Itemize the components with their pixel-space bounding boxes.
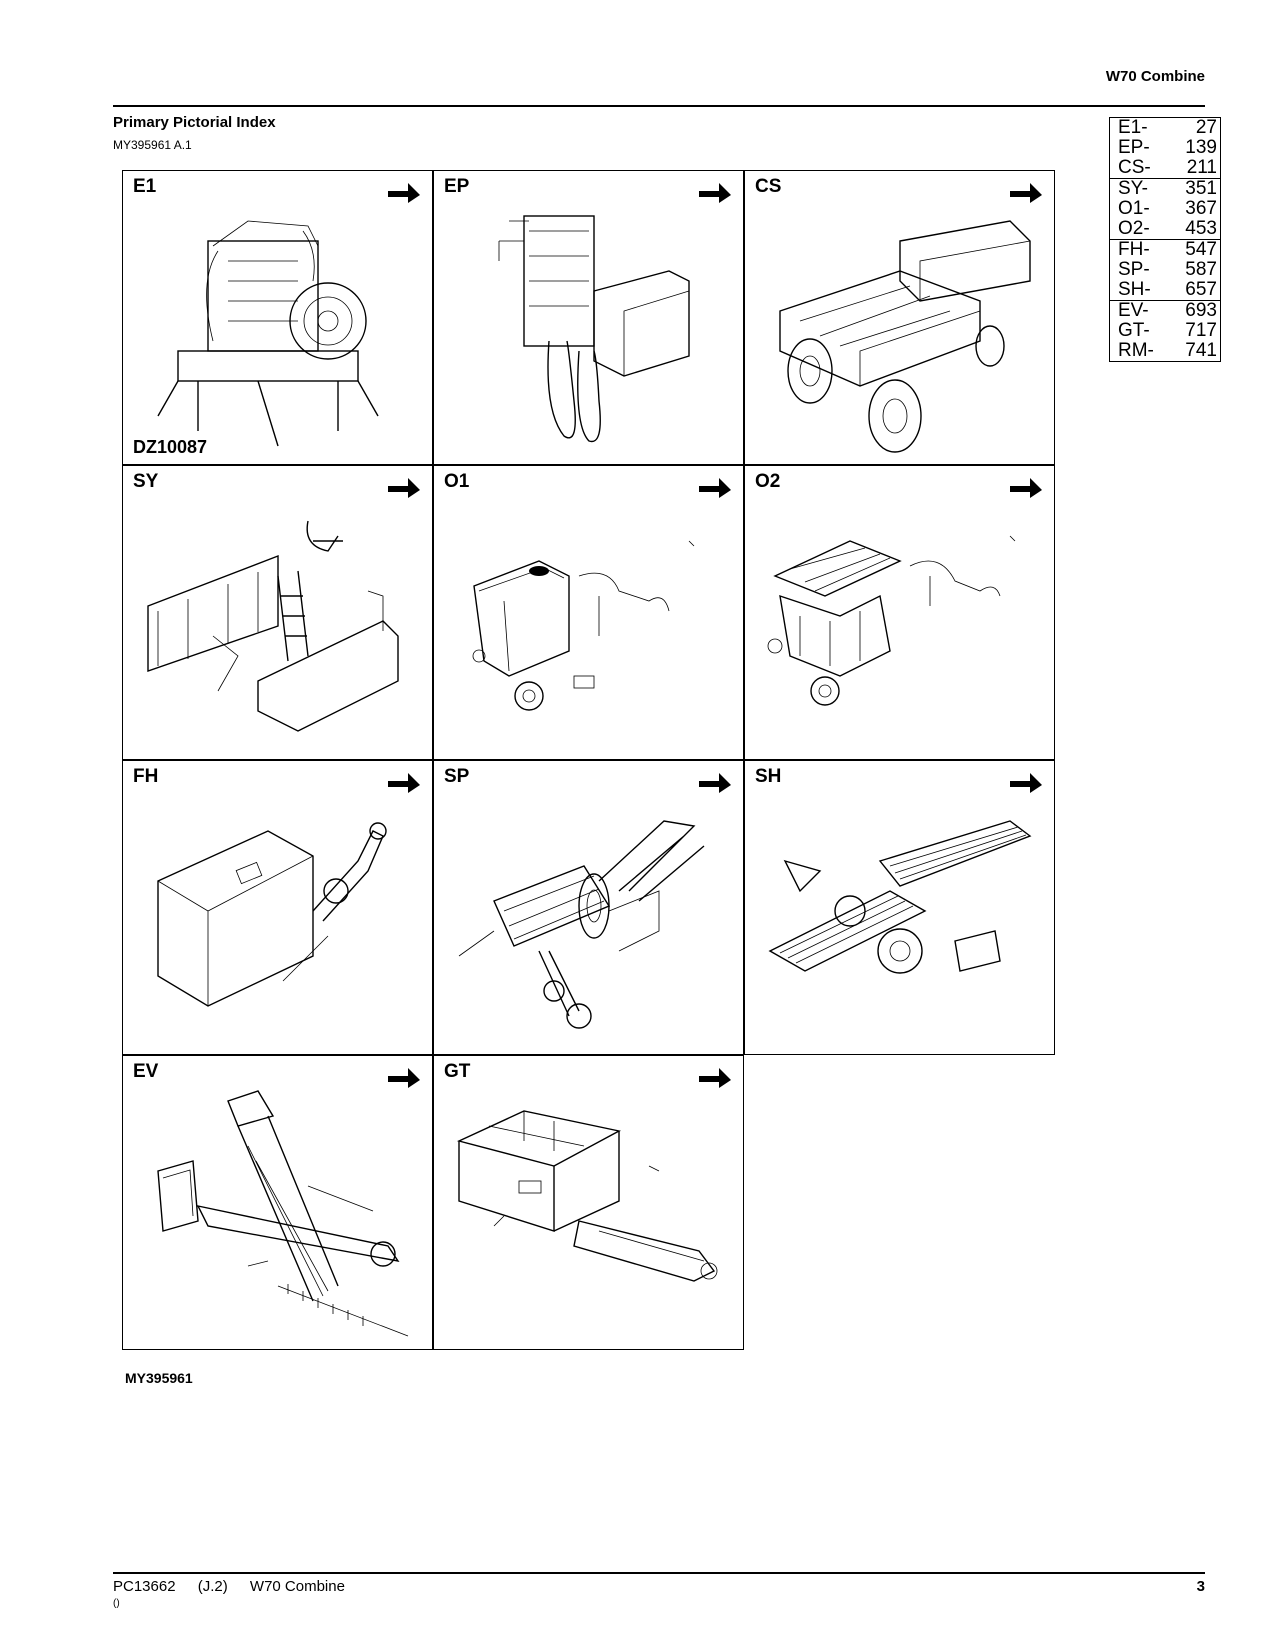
arrow-icon[interactable]: [1008, 179, 1044, 203]
cell-o1[interactable]: O1: [433, 465, 744, 760]
cell-code: O1: [444, 471, 470, 492]
index-code: FH-: [1109, 239, 1171, 260]
index-page: 717: [1185, 320, 1217, 341]
cell-ep[interactable]: EP: [433, 170, 744, 465]
index-page: 587: [1185, 259, 1217, 280]
footer-doc-number: PC13662: [113, 1578, 176, 1595]
index-code: GT-: [1118, 320, 1150, 341]
index-page: 367: [1185, 198, 1217, 219]
grain-tank-illustration: [456, 1110, 718, 1282]
index-code: EV-: [1109, 300, 1171, 321]
arrow-icon[interactable]: [386, 474, 422, 498]
document-title: W70 Combine: [1105, 68, 1205, 85]
cell-ev[interactable]: EV: [122, 1055, 433, 1350]
index-page: 741: [1185, 340, 1217, 361]
engine-illustration: [157, 220, 379, 447]
page-index-table: E1- 27 EP- 139 CS- 211 SY-351 O1- 367 O2- 453…: [1109, 117, 1221, 362]
cell-code: FH: [133, 766, 159, 787]
index-page: 211: [1186, 157, 1217, 178]
pictorial-index-grid: E1 DZ10087 EP CS: [122, 170, 1057, 1351]
separator-illustration: [458, 820, 705, 1029]
arrow-icon[interactable]: [386, 1064, 422, 1088]
index-row[interactable]: CS- 211: [1110, 158, 1221, 179]
index-page: 27: [1195, 117, 1217, 138]
index-row[interactable]: O2- 453: [1110, 219, 1221, 240]
index-row[interactable]: EP- 139: [1110, 138, 1221, 158]
index-code: O1-: [1118, 198, 1150, 219]
index-page: 139: [1185, 137, 1217, 158]
arrow-icon[interactable]: [386, 179, 422, 203]
arrow-icon[interactable]: [1008, 769, 1044, 793]
arrow-icon[interactable]: [386, 769, 422, 793]
index-code: O2-: [1118, 218, 1150, 239]
arrow-icon[interactable]: [697, 769, 733, 793]
index-code: EP-: [1118, 137, 1150, 158]
elevator-illustration: [157, 1090, 409, 1337]
index-row[interactable]: SP- 587: [1110, 260, 1221, 280]
cell-code: GT: [444, 1061, 471, 1082]
cell-code: SY: [133, 471, 159, 492]
cell-code: CS: [755, 176, 782, 197]
cell-o2[interactable]: O2: [744, 465, 1055, 760]
bottom-rule: [113, 1572, 1205, 1574]
arrow-icon[interactable]: [1008, 474, 1044, 498]
index-page: 547: [1170, 239, 1221, 260]
operator-station-2-illustration: [767, 535, 1016, 706]
operator-station-1-illustration: [472, 540, 695, 711]
engine-package-illustration: [498, 215, 690, 443]
cell-code: E1: [133, 176, 157, 197]
arrow-icon[interactable]: [697, 179, 733, 203]
cell-sp[interactable]: SP: [433, 760, 744, 1055]
footer-sub: (): [113, 1598, 120, 1609]
footer-revision: (J.2): [197, 1578, 228, 1595]
cell-e1[interactable]: E1 DZ10087: [122, 170, 433, 465]
figure-reference: DZ10087: [133, 437, 208, 457]
cell-gt[interactable]: GT: [433, 1055, 744, 1350]
index-row[interactable]: SY-351: [1109, 178, 1221, 199]
top-rule: [113, 105, 1205, 107]
cell-sh[interactable]: SH: [744, 760, 1055, 1055]
index-code: SY-: [1109, 178, 1171, 199]
cell-code: SH: [755, 766, 782, 787]
arrow-icon[interactable]: [697, 1064, 733, 1088]
index-code: SP-: [1118, 259, 1150, 280]
index-page: 657: [1185, 279, 1217, 300]
index-code: E1-: [1118, 117, 1148, 138]
section-subtitle: MY395961 A.1: [113, 138, 192, 152]
chassis-illustration: [779, 220, 1031, 453]
shoe-illustration: [768, 820, 1032, 974]
index-row[interactable]: O1- 367: [1110, 199, 1221, 219]
section-title: Primary Pictorial Index: [113, 114, 276, 131]
index-code: RM-: [1118, 340, 1154, 361]
cell-cs[interactable]: CS: [744, 170, 1055, 465]
figure-id: MY395961: [125, 1370, 193, 1386]
arrow-icon[interactable]: [697, 474, 733, 498]
cell-code: EV: [133, 1061, 159, 1082]
page-number: 3: [1196, 1578, 1205, 1595]
index-row[interactable]: RM- 741: [1110, 341, 1221, 362]
index-row[interactable]: SH- 657: [1110, 280, 1221, 301]
cell-fh[interactable]: FH: [122, 760, 433, 1055]
cell-code: O2: [755, 471, 781, 492]
feeder-house-illustration: [157, 822, 387, 1007]
index-row[interactable]: EV-693: [1109, 300, 1221, 321]
index-code: SH-: [1118, 279, 1151, 300]
index-row[interactable]: FH-547: [1109, 239, 1221, 260]
cell-code: EP: [444, 176, 470, 197]
index-row[interactable]: GT- 717: [1110, 321, 1221, 341]
index-page: 453: [1185, 218, 1217, 239]
footer-doc-title: W70 Combine: [249, 1578, 345, 1595]
index-page: 351: [1170, 178, 1221, 199]
superstructure-illustration: [147, 520, 399, 732]
cell-sy[interactable]: SY: [122, 465, 433, 760]
index-page: 693: [1170, 300, 1221, 321]
cell-code: SP: [444, 766, 470, 787]
index-code: CS-: [1118, 157, 1151, 178]
index-row[interactable]: E1- 27: [1110, 118, 1221, 139]
footer-left: PC13662 (J.2) W70 Combine: [113, 1578, 363, 1595]
